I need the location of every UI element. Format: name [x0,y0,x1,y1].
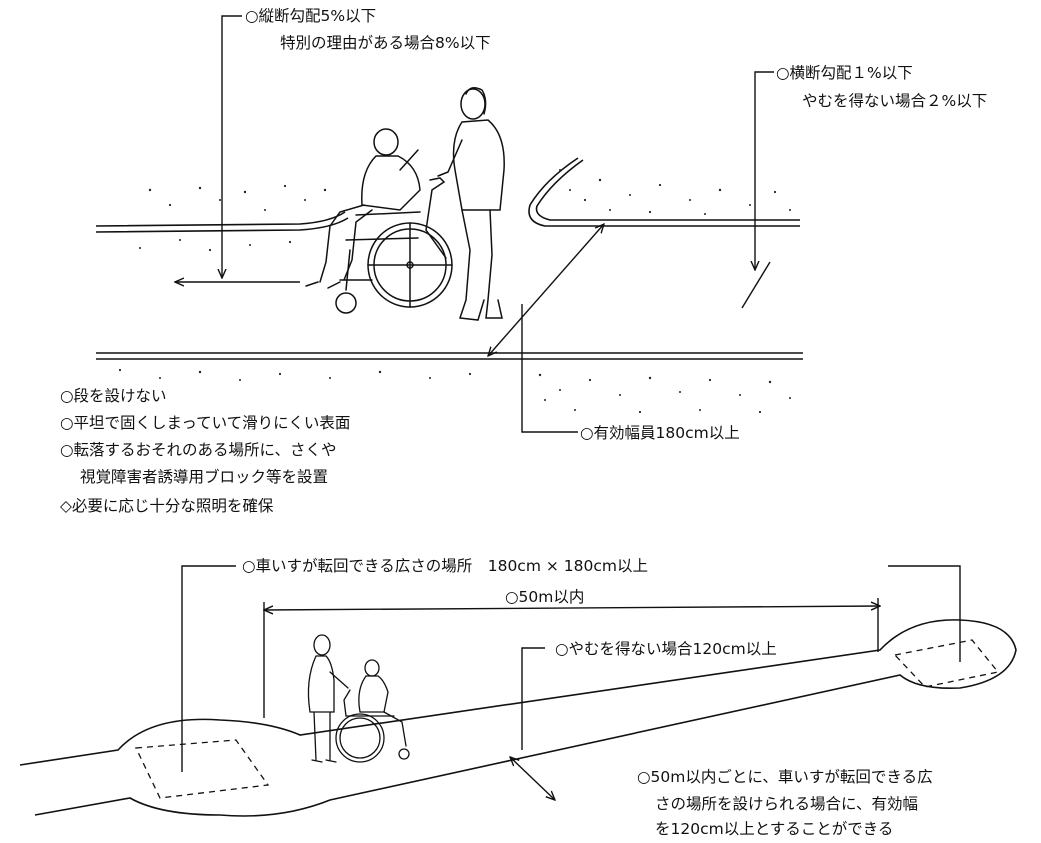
requirement-no-steps: ○段を設けない [60,387,167,405]
min-width-label: ○やむを得ない場合120cm以上 [555,640,777,658]
requirement-tactile-blocks: 視覚障害者誘導用ブロック等を設置 [80,468,329,486]
leader-lines-top [175,15,774,433]
top-walkway-edge-back [95,157,800,233]
requirement-fall-prevention: ○転落するおそれのある場所に、さくや [60,441,337,459]
turning-space-label: ○車いすが転回できる広さの場所 180cm × 180cm以上 [242,557,648,575]
longitudinal-slope-exception-label: 特別の理由がある場合8%以下 [280,34,491,52]
gravel-texture [118,169,791,414]
interval-label: ○50m以内 [505,588,585,606]
note-line-2: さの場所を設けられる場合に、有効幅 [655,795,919,813]
wheelchair-user-top [305,87,505,321]
requirement-lighting: ◇必要に応じ十分な照明を確保 [60,497,274,515]
turning-space-left [135,739,270,799]
note-line-3: を120cm以上とすることができる [655,820,894,838]
bottom-walkway [19,619,1017,817]
longitudinal-slope-label: ○縦断勾配5%以下 [245,7,377,25]
effective-width-label: ○有効幅員180cm以上 [580,424,740,442]
wheelchair-user-bottom [307,634,410,763]
turning-space-right [893,639,1000,688]
cross-slope-exception-label: やむを得ない場合２%以下 [802,92,988,110]
cross-slope-label: ○横断勾配１%以下 [776,64,913,82]
top-walkway-edge-front [96,352,803,360]
leader-lines-bottom [181,565,961,800]
note-line-1: ○50m以内ごとに、車いすが転回できる広 [637,768,933,786]
requirement-surface: ○平坦で固くしまっていて滑りにくい表面 [60,414,351,432]
